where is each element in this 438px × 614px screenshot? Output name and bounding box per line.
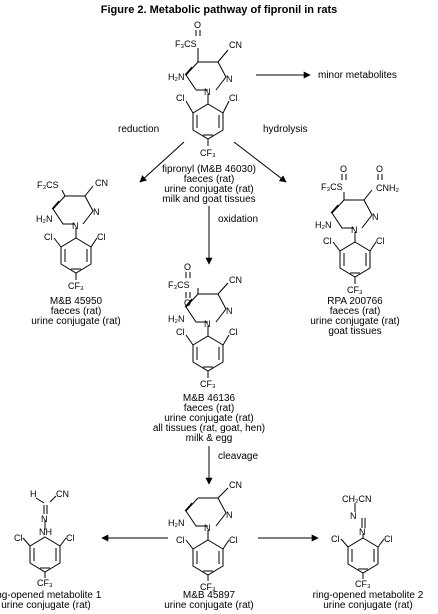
mb45950-cl1: Cl: [44, 232, 53, 242]
mb45950-nh2: H₂N: [36, 214, 53, 224]
ring-opened-2-n2: N: [359, 527, 366, 537]
hydrolysis-label: hydrolysis: [263, 124, 307, 135]
fipronil-cl2: Cl: [229, 93, 238, 103]
ring-opened-1-cl1: Cl: [14, 533, 23, 543]
reduction-label: reduction: [118, 124, 159, 135]
mb45950-n1: N: [72, 221, 79, 231]
fipronil-nh2: H₂N: [168, 72, 185, 82]
rpa200766-sub: F₃CS: [321, 182, 343, 192]
mb46136-cl2: Cl: [229, 327, 238, 337]
figure-title: Figure 2. Metabolic pathway of fipronil …: [101, 4, 338, 16]
mb46136-line-2: faeces (rat): [184, 403, 235, 414]
ring-opened-1-h: H: [30, 489, 37, 499]
fipronil-o: O: [194, 20, 201, 30]
mb46136-line-1: M&B 46136: [183, 393, 236, 404]
mb45950-cl2: Cl: [97, 232, 106, 242]
rpa200766-cf3: CF₃: [347, 285, 363, 295]
mb45950-line-1: M&B 45950: [50, 296, 103, 307]
mb45950-sub: F₃CS: [37, 180, 59, 190]
ring-opened-2-cl2: Cl: [384, 534, 393, 544]
mb45950-cf3: CF₃: [68, 281, 84, 291]
fipronil-line-2: faeces (rat): [184, 174, 235, 185]
mb46136-cl1: Cl: [176, 327, 185, 337]
ring-opened-2-ch2cn: CH₂CN: [342, 494, 372, 504]
fipronil-n2: N: [226, 74, 233, 84]
mb45897-structure: CN H₂N N N Cl Cl CF₃: [168, 480, 242, 592]
rpa200766-structure: F₃CS O CNH₂ O H₂N N N Cl Cl CF₃: [315, 164, 399, 295]
fipronil-cl1: Cl: [176, 93, 185, 103]
mb45897-n2: N: [226, 510, 233, 520]
mb45897-nh2: H₂N: [168, 518, 185, 528]
fipronil-sub: F₃CS: [175, 39, 197, 49]
rpa200766-line-2: faeces (rat): [330, 306, 381, 317]
mb46136-o1: O: [184, 262, 191, 272]
rpa200766-n1: N: [351, 225, 358, 235]
mb45950-line-3: urine conjugate (rat): [31, 316, 121, 327]
mb46136-sub: F₃CS: [168, 280, 190, 290]
rpa200766-o: O: [340, 164, 347, 174]
rpa200766-line-1: RPA 200766: [327, 296, 383, 307]
arrow-hydrolysis: [233, 141, 287, 183]
fipronil-cf3: CF₃: [200, 148, 216, 158]
ring-opened-1-line-2: urine conjugate (rat): [1, 600, 91, 611]
ring-opened-1-nh: NH: [39, 527, 52, 537]
mb46136-line-4: all tissues (rat, goat, hen): [153, 423, 265, 434]
ring-opened-2-cf3: CF₃: [355, 579, 371, 589]
minor-metabolites-label: minor metabolites: [318, 70, 397, 81]
ring-opened-2-structure: CH₂CN N N Cl Cl CF₃: [331, 494, 393, 589]
mb45950-cn: CN: [95, 178, 108, 188]
ring-opened-2-n1: N: [350, 511, 357, 521]
mb45897-cf3: CF₃: [200, 582, 216, 592]
oxidation-label: oxidation: [218, 214, 258, 225]
rpa200766-nh2: H₂N: [315, 220, 332, 230]
mb45897-cn: CN: [229, 480, 242, 490]
fipronil-cn: CN: [229, 40, 242, 50]
fipronil-n1: N: [204, 87, 211, 97]
mb45897-line-2: urine conjugate (rat): [164, 600, 254, 611]
mb45897-n1: N: [204, 523, 211, 533]
ring-opened-2-cl1: Cl: [331, 534, 340, 544]
fipronil-line-4: milk and goat tissues: [162, 194, 255, 205]
ring-opened-1-n: N: [41, 514, 48, 524]
fipronil-line-3: urine conjugate (rat): [164, 184, 254, 195]
ring-opened-1-line-1: ring-opened metabolite 1: [0, 590, 102, 601]
rpa200766-cl1: Cl: [323, 236, 332, 246]
mb46136-cn: CN: [229, 275, 242, 285]
mb45897-cl2: Cl: [229, 535, 238, 545]
rpa200766-line-3: urine conjugate (rat): [310, 316, 400, 327]
mb46136-line-3: urine conjugate (rat): [164, 413, 254, 424]
mb45897-line-1: M&B 45897: [183, 590, 236, 601]
ring-opened-1-cn: CN: [56, 489, 69, 499]
rpa200766-cn: CNH₂: [376, 183, 399, 193]
rpa200766-line-4: goat tissues: [328, 326, 381, 337]
mb46136-o2: O: [184, 298, 191, 308]
rpa200766-n2: N: [372, 212, 379, 222]
cleavage-label: cleavage: [218, 451, 258, 462]
fipronil-line-1: fipronyl (M&B 46030): [162, 164, 256, 175]
ring-opened-2-line-1: ring-opened metabolite 2: [313, 590, 424, 601]
mb46136-nh2: H₂N: [168, 314, 185, 324]
ring-opened-1-cf3: CF₃: [37, 578, 53, 588]
mb46136-n1: N: [204, 319, 211, 329]
rpa200766-o2: O: [376, 164, 383, 174]
mb46136-line-5: milk & egg: [186, 433, 233, 444]
ring-opened-1-structure: H CN N NH Cl Cl CF₃: [14, 489, 75, 588]
arrow-reduction: [139, 141, 185, 183]
mb45950-structure: F₃CS CN H₂N N N Cl Cl CF₃: [36, 178, 108, 291]
mb46136-structure: F₃CS O O CN H₂N N N Cl Cl CF₃: [168, 262, 242, 389]
mb45950-line-2: faeces (rat): [51, 306, 102, 317]
mb46136-n2: N: [226, 306, 233, 316]
mb45950-n2: N: [93, 207, 100, 217]
mb46136-cf3: CF₃: [200, 379, 216, 389]
rpa200766-cl2: Cl: [376, 236, 385, 246]
ring-opened-2-line-2: urine conjugate (rat): [323, 600, 413, 611]
fipronil-structure: F₃CS O CN H₂N N N Cl Cl CF₃: [168, 20, 242, 158]
ring-opened-1-cl2: Cl: [66, 533, 75, 543]
mb45897-cl1: Cl: [176, 535, 185, 545]
